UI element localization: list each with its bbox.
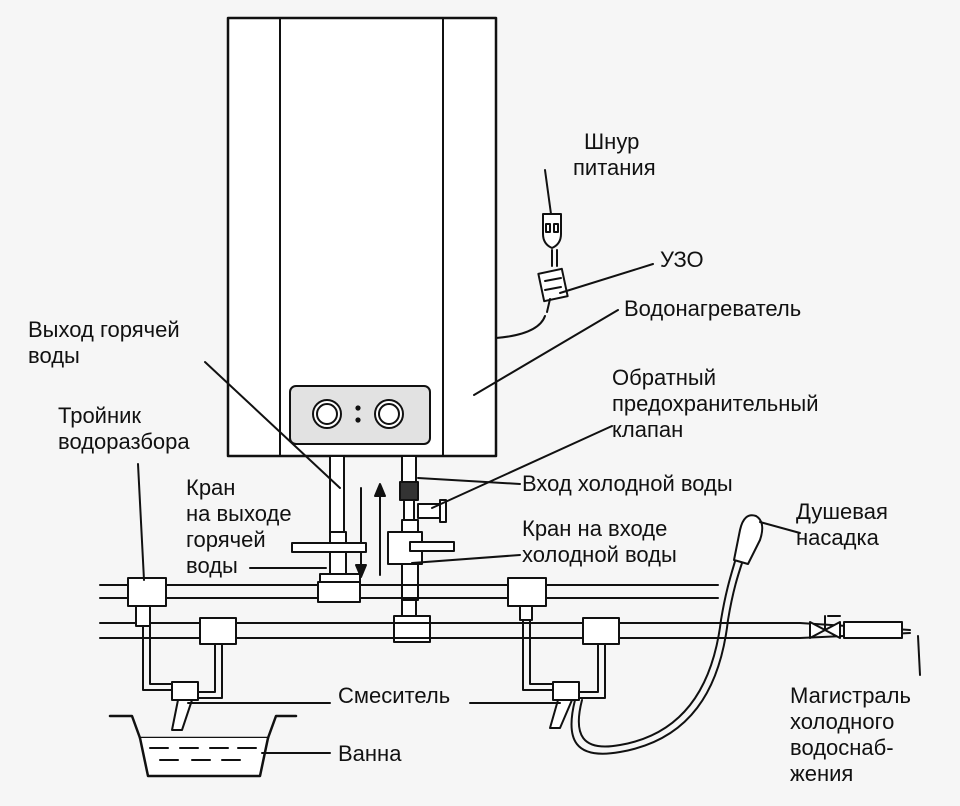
main-supply-label-line2: холодного (790, 709, 895, 734)
hot-water-pipe (99, 584, 719, 599)
cold-tap-label-line2: холодной воды (522, 542, 677, 567)
power-cord-label-line1: Шнур (584, 129, 640, 154)
check-valve-label-line3: клапан (612, 417, 684, 442)
bath-mixer (142, 625, 223, 731)
hot-tap-label-line1: Кран (186, 475, 236, 500)
bath (108, 714, 298, 778)
rcd-device (537, 267, 569, 303)
tee-fittings (127, 577, 620, 645)
hot-tap-label-line2: на выходе (186, 501, 292, 526)
rcd-label: УЗО (660, 247, 704, 272)
check-valve-label-line1: Обратный (612, 365, 717, 390)
shower-hose (570, 514, 764, 755)
bath-label: Ванна (338, 741, 402, 766)
shower-head-label-line2: насадка (796, 525, 879, 550)
tee-label-line2: водоразбора (58, 429, 190, 454)
hot-outlet-label-line2: воды (28, 343, 80, 368)
hot-tap-label-line3: горячей (186, 527, 266, 552)
leader-lines (137, 169, 921, 754)
check-valve (399, 481, 419, 501)
main-supply-label-line3: водоснаб- (790, 735, 894, 760)
shower-head-label-line1: Душевая (796, 499, 888, 524)
main-supply-label-line4: жения (790, 761, 854, 786)
shower-mixer (522, 619, 606, 729)
tee-label-line1: Тройник (58, 403, 142, 428)
hot-outlet-label-line1: Выход горячей (28, 317, 180, 342)
water-heater (226, 16, 498, 458)
power-cord (495, 213, 569, 339)
plug-icon (542, 213, 562, 249)
control-panel (289, 385, 431, 445)
power-cord-label-line2: питания (573, 155, 656, 180)
hot-tap-label-line4: воды (186, 553, 238, 578)
cold-inlet-label: Вход холодной воды (522, 471, 733, 496)
shower-head-icon (733, 514, 764, 565)
mixer-label: Смеситель (338, 683, 451, 708)
main-supply-label-line1: Магистраль (790, 683, 911, 708)
heater-connections (329, 455, 447, 578)
heater-label: Водонагреватель (624, 296, 802, 321)
cold-tap-label-line1: Кран на входе (522, 516, 668, 541)
check-valve-label-line2: предохранительный (612, 391, 819, 416)
